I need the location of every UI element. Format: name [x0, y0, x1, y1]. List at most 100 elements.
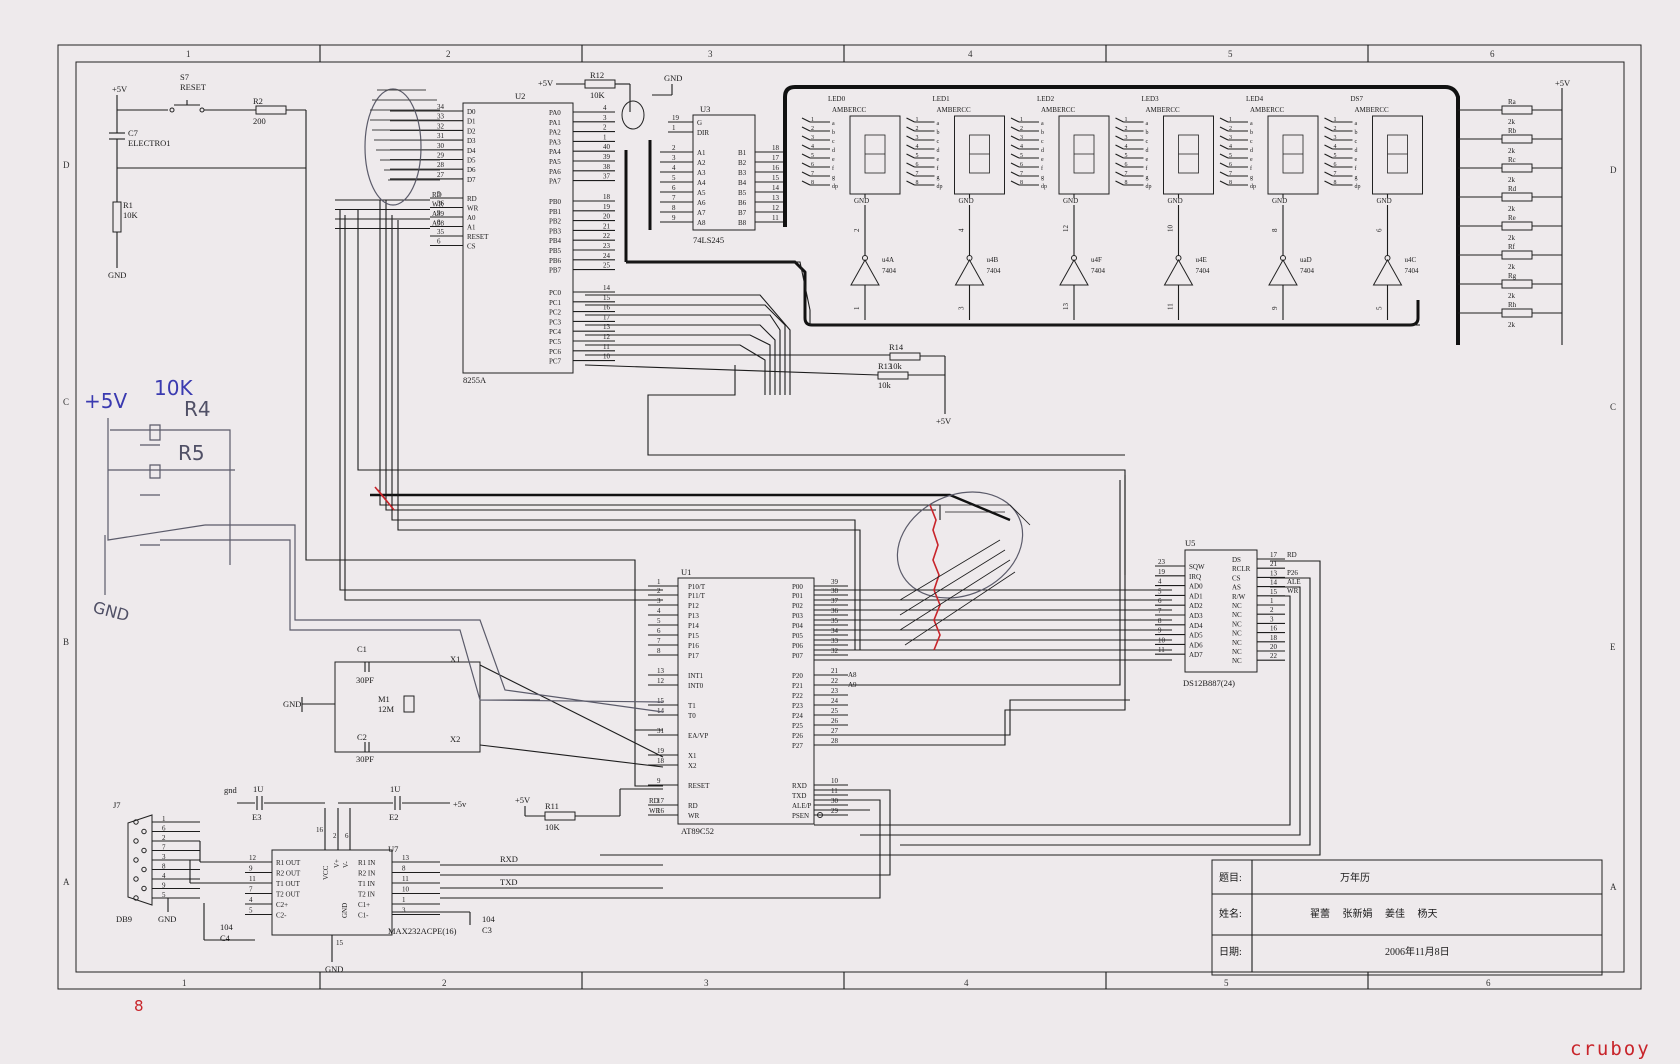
hw-value: 10K [154, 376, 193, 400]
u3-b-name: B3 [738, 169, 747, 177]
inverter-pin-in: 1 [853, 306, 861, 310]
u2-pin-num: 40 [603, 143, 611, 151]
u1-pin-num: 36 [831, 607, 839, 615]
u3-a-num: 8 [672, 204, 676, 212]
u3-a-name: A3 [697, 169, 706, 177]
border-col-top: 1 [186, 49, 191, 59]
c3-val: 104 [482, 914, 496, 924]
u2-pin-name: PC1 [549, 299, 562, 307]
segment-label: a [1041, 121, 1044, 127]
display-ref: LED3 [1142, 95, 1160, 103]
segment-label: b [832, 130, 835, 136]
u5-name: DS12B887(24) [1183, 678, 1235, 688]
r11-val: 10K [545, 822, 561, 832]
segment-label: d [1355, 148, 1358, 154]
segment-pin-num: 6 [811, 162, 814, 168]
c7-ref: C7 [128, 128, 138, 138]
u1-pin-name: P11/T [688, 592, 706, 600]
u5-pin-num: 4 [1158, 578, 1162, 586]
m1-ref: M1 [378, 694, 390, 704]
u2-pin-num: 18 [603, 193, 611, 201]
display-body [1267, 115, 1319, 195]
u1-pin-num: 13 [657, 667, 665, 675]
u2-pin-num: 23 [603, 242, 611, 250]
u1-pin-name: P27 [792, 742, 803, 750]
pullup-ref: Rd [1508, 185, 1517, 193]
u7-pin15: 15 [336, 939, 344, 947]
display-gnd: GND [1063, 197, 1078, 205]
u2-pin-name: PA4 [549, 148, 561, 156]
u1-pin-name: RXD [792, 782, 807, 790]
u1-pin-name: P24 [792, 712, 803, 720]
u2-pin-name: D5 [467, 157, 476, 165]
u1-pin-name: P17 [688, 652, 699, 660]
u1-pin-name: P25 [792, 722, 803, 730]
pullup-ref: Rf [1508, 243, 1516, 251]
display-gnd: GND [1272, 197, 1287, 205]
u3-b-name: B6 [738, 199, 747, 207]
j7-ref: J7 [113, 800, 121, 810]
u7-pin-num: 12 [249, 854, 257, 862]
u1-pin-num: 10 [831, 777, 839, 785]
u1-pin-name: INT0 [688, 682, 704, 690]
segment-pin-num: 4 [916, 144, 919, 150]
u7-pin-name: C2+ [276, 901, 288, 909]
u3-name: 74LS245 [693, 235, 724, 245]
segment-label: c [937, 139, 940, 145]
u1-pin-num: 34 [831, 627, 839, 635]
segment-pin-num: 8 [1334, 180, 1337, 186]
u1-pin-name: P04 [792, 622, 803, 630]
pullup-val: 2k [1508, 234, 1516, 242]
u3-a-num: 7 [672, 194, 676, 202]
reset-gnd: GND [108, 270, 126, 280]
segment-pin-num: 2 [1334, 126, 1337, 132]
u5-pin-name: R/W [1232, 593, 1246, 601]
e2-ref: E2 [389, 812, 398, 822]
db9-pin-num: 3 [162, 853, 166, 861]
reset-circuit: +5V S7 RESET R2 200 C7 ELECTRO1 R1 10K G… [108, 72, 307, 280]
name-label: 姓名: [1219, 907, 1242, 920]
u7-pin-name: C1+ [358, 901, 370, 909]
c1-val: 30PF [356, 675, 374, 685]
u1-pin-num: 17 [657, 797, 665, 805]
u5-pin-name: NC [1232, 620, 1242, 628]
db9-pin [133, 838, 139, 844]
c4-val: 104 [220, 922, 234, 932]
inverter-type: 7404 [1300, 267, 1315, 275]
crystal-m1 [403, 695, 415, 713]
u2-pin-num: 10 [603, 353, 611, 361]
u5-pin-num: 7 [1158, 607, 1162, 615]
u7-gnd: GND [341, 903, 349, 918]
u5-pin-name: NC [1232, 657, 1242, 665]
segment-label: e [1041, 157, 1044, 163]
db9-pin [133, 876, 139, 882]
u3-pins: 19G1DIR2A13A24A35A46A57A68A79A818B117B21… [648, 114, 785, 230]
segment-pin-num: 4 [1334, 144, 1337, 150]
u5-pin-name: DS [1232, 556, 1241, 564]
r11-ref: R11 [545, 801, 559, 811]
u1-pin-name: P01 [792, 592, 803, 600]
segment-pin-num: 8 [916, 180, 919, 186]
u5-pin-name: AD7 [1189, 651, 1203, 659]
u2-ref: U2 [515, 91, 525, 101]
segment-pin-num: 1 [1020, 117, 1023, 123]
border-col-bottom: 5 [1224, 978, 1229, 988]
u5-pin-num: 16 [1270, 625, 1278, 633]
u1-pin-num: 24 [831, 697, 839, 705]
display-gnd: GND [959, 197, 974, 205]
signal-wiring [305, 168, 1420, 899]
u3-ctrl-num: 19 [672, 114, 680, 122]
u2-pin-name: D1 [467, 118, 476, 126]
u1-pin-num: 8 [657, 647, 661, 655]
segment-pin-num: 6 [916, 162, 919, 168]
u3-b-num: 12 [772, 204, 780, 212]
u2-pin-num: 37 [603, 173, 611, 181]
u7-rxd-net: RXD [500, 854, 518, 864]
u2-pin-name: PB0 [549, 198, 562, 206]
inverter-type: 7404 [987, 267, 1002, 275]
u7-ref: U7 [388, 844, 398, 854]
